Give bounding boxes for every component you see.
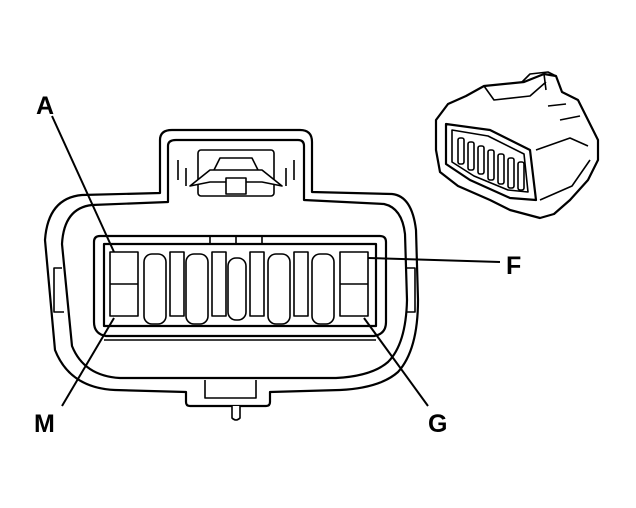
callout-label-g: G bbox=[428, 410, 447, 438]
callout-label-m: M bbox=[34, 410, 55, 438]
iso-latch-top bbox=[483, 71, 557, 101]
leader-line-f bbox=[367, 257, 501, 263]
cavity-frame-inner bbox=[102, 242, 378, 328]
terminal-cavity-row bbox=[109, 251, 369, 325]
bottom-key-post bbox=[231, 406, 241, 421]
terminal-cavity bbox=[211, 251, 227, 317]
lock-guide-left bbox=[177, 160, 187, 186]
bottom-latch-tab bbox=[204, 380, 257, 399]
right-side-notch bbox=[406, 267, 416, 313]
iso-side-detail bbox=[535, 103, 591, 201]
lock-stem bbox=[225, 177, 247, 195]
terminal-cavity bbox=[267, 253, 291, 325]
iso-slot bbox=[497, 153, 505, 185]
iso-slot bbox=[457, 137, 465, 165]
iso-terminal-slots bbox=[457, 137, 525, 191]
lock-window bbox=[197, 149, 275, 197]
lock-guide-right bbox=[285, 160, 295, 186]
iso-slot bbox=[477, 145, 485, 175]
connector-inner-housing bbox=[60, 138, 409, 380]
leader-line-g bbox=[363, 317, 429, 407]
terminal-cavity bbox=[311, 253, 335, 325]
terminal-cavity bbox=[227, 257, 247, 321]
callout-label-f: F bbox=[506, 252, 521, 280]
leader-line-m bbox=[61, 317, 115, 407]
iso-slot bbox=[517, 161, 525, 191]
connector-face-view: A F M G bbox=[34, 92, 521, 438]
cavity-frame-top-keys bbox=[209, 236, 263, 244]
iso-slot bbox=[467, 141, 475, 171]
left-side-notch bbox=[53, 267, 64, 313]
terminal-cavity bbox=[293, 251, 309, 317]
terminal-cavity bbox=[249, 251, 265, 317]
leader-line-a bbox=[51, 115, 115, 253]
callout-label-a: A bbox=[36, 92, 54, 120]
terminal-cavity bbox=[169, 251, 185, 317]
iso-slot bbox=[487, 149, 495, 181]
lock-ramp bbox=[213, 157, 259, 171]
iso-front-inner bbox=[451, 129, 529, 193]
iso-slot bbox=[507, 157, 515, 189]
connector-isometric-view bbox=[434, 71, 600, 220]
terminal-cavity bbox=[185, 253, 209, 325]
terminal-cavity bbox=[143, 253, 167, 325]
